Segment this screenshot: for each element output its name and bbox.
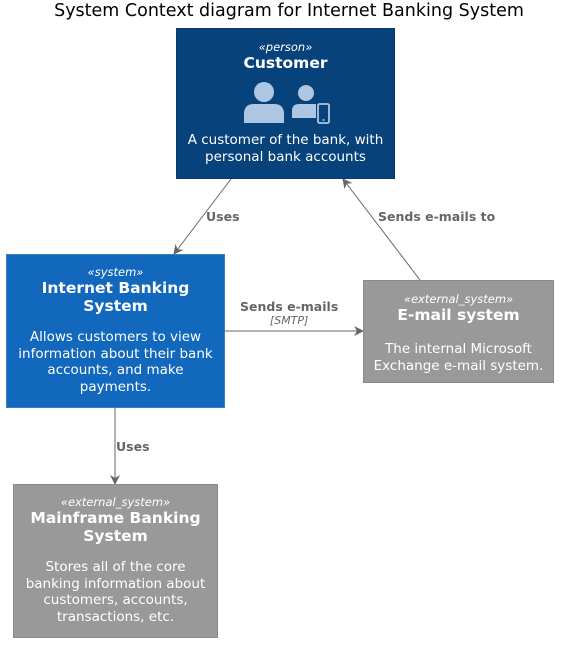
edge-email-to-customer [342,178,421,281]
mainframe-name: Mainframe Banking System [14,509,217,545]
relationship-label-uses-mainframe: Uses [116,439,150,454]
email-system-name: E-mail system [397,306,520,324]
email-system-description-line: Exchange e-mail system. [373,357,544,374]
person-icon [243,82,284,123]
mainframe-banking-system-box: «external_system» Mainframe Banking Syst… [13,484,218,638]
internet-banking-description-line: payments. [79,378,152,395]
mainframe-description-line: banking information about [25,575,206,592]
internet-banking-description: Allows customers to view information abo… [7,329,224,395]
edge-customer-to-internet-banking [173,178,232,255]
customer-stereotype: «person» [258,40,313,54]
internet-banking-system-box: «system» Internet Banking System Allows … [6,254,225,408]
email-system-box: «external_system» E-mail system The inte… [363,280,554,383]
relationship-label-text: Uses [116,439,150,454]
relationship-label-sends-emails-to: Sends e-mails to [378,209,495,224]
mainframe-description-line: customers, accounts, [43,592,188,608]
internet-banking-name-line: System [83,297,148,315]
mainframe-stereotype: «external_system» [60,495,171,509]
relationship-label-text: Sends e-mails to [378,209,496,224]
customer-description-line: personal bank accounts [205,148,366,165]
relationship-label-text: Sends e-mails [240,299,339,314]
mainframe-description: Stores all of the core banking informati… [14,559,217,625]
customer-description: A customer of the bank, with personal ba… [177,132,394,165]
internet-banking-name-line: Internet Banking [41,279,190,297]
customer-icons [177,80,394,126]
internet-banking-stereotype: «system» [87,265,144,279]
customer-description-line: A customer of the bank, with [187,132,384,148]
relationship-label-text: Uses [206,209,240,224]
relationship-technology-text: [SMTP] [269,314,309,327]
diagram-title: System Context diagram for Internet Bank… [54,1,524,21]
mobile-person-icon [291,85,330,124]
email-system-description: The internal Microsoft Exchange e-mail s… [364,341,553,374]
internet-banking-description-line: information about their bank [18,345,213,362]
mainframe-name-line: System [83,527,148,545]
relationship-label-sends-emails: Sends e-mails [SMTP] [240,299,338,327]
internet-banking-description-line: accounts, and make [47,362,184,378]
customer-name: Customer [243,54,328,72]
mainframe-description-line: transactions, etc. [56,608,175,625]
internet-banking-description-line: Allows customers to view [29,329,202,345]
customer-person-box: «person» Customer A customer of the bank… [176,28,395,179]
relationship-label-customer-uses: Uses [206,209,240,224]
email-system-description-line: The internal Microsoft [385,341,532,357]
mainframe-name-line: Mainframe Banking [30,509,201,527]
internet-banking-name: Internet Banking System [7,279,224,315]
email-system-stereotype: «external_system» [403,292,514,306]
mainframe-description-line: Stores all of the core [45,559,186,575]
